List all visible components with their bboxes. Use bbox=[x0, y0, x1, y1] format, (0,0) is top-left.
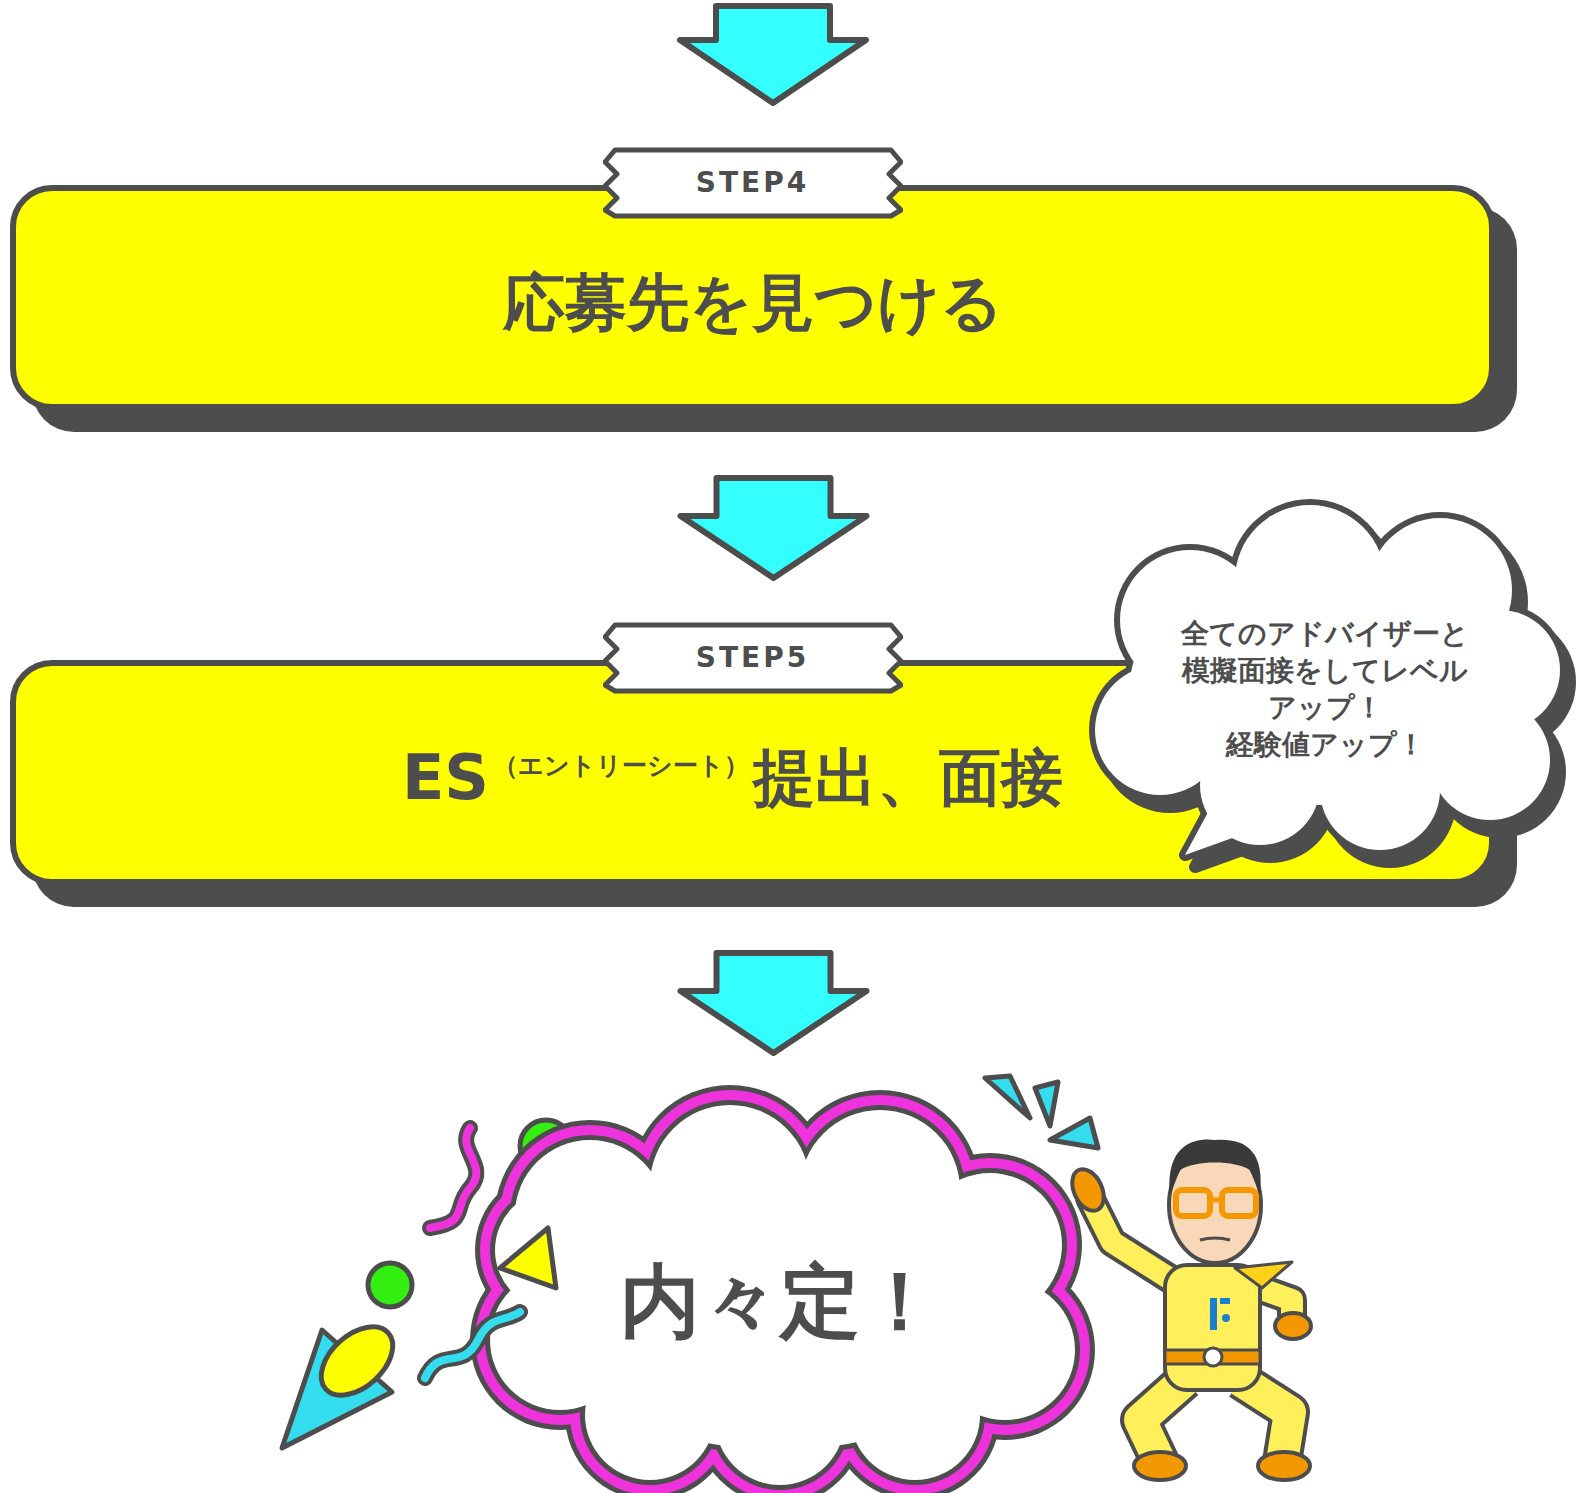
step-title: 提出、面接 bbox=[753, 736, 1063, 820]
step-box: STEP4応募先を見つける bbox=[10, 185, 1495, 410]
top-arrow bbox=[680, 6, 866, 103]
result-cloud: 内々定！ bbox=[460, 1075, 1100, 1493]
cloud-part bbox=[850, 1350, 980, 1480]
title-row: 応募先を見つける bbox=[16, 191, 1489, 404]
burst bbox=[1050, 1118, 1098, 1148]
cloud-part bbox=[495, 1190, 615, 1310]
cracker-mouth bbox=[308, 1314, 405, 1409]
cloud-layer bbox=[490, 1105, 1075, 1485]
cloud-layer bbox=[470, 1085, 1095, 1493]
cloud-part bbox=[650, 1105, 810, 1265]
step-title: ES bbox=[402, 741, 489, 814]
burst bbox=[1035, 1082, 1058, 1126]
step-label: STEP4 bbox=[603, 147, 903, 219]
confetti bbox=[425, 1312, 520, 1378]
cloud-layer bbox=[1095, 505, 1560, 855]
step-tab: STEP5 bbox=[603, 622, 903, 694]
cloud-layer bbox=[475, 1090, 1090, 1493]
step-tab: STEP4 bbox=[603, 147, 903, 219]
cloud-tail bbox=[1185, 790, 1310, 855]
cloud-layer bbox=[485, 1100, 1080, 1490]
confetti bbox=[368, 1263, 412, 1307]
confetti bbox=[430, 1128, 476, 1228]
cloud-text: 全てのアドバイザーと 模擬面接をしてレベル アップ！ 経験値アップ！ bbox=[1175, 616, 1475, 764]
step-label: STEP5 bbox=[603, 622, 903, 694]
step-title: 応募先を見つける bbox=[503, 261, 1003, 345]
confetti bbox=[430, 1128, 476, 1228]
cloud-part bbox=[1430, 700, 1550, 820]
cloud-part bbox=[715, 1355, 845, 1485]
burst bbox=[985, 1076, 1030, 1118]
step-title: （エントリーシート） bbox=[493, 749, 749, 782]
speech-cloud: 全てのアドバイザーと 模擬面接をしてレベル アップ！ 経験値アップ！ bbox=[1080, 490, 1580, 880]
confetti bbox=[500, 1228, 556, 1288]
flow-arrow bbox=[681, 478, 867, 578]
confetti bbox=[425, 1312, 520, 1378]
cloud-layer bbox=[1089, 499, 1566, 856]
hero-figure bbox=[1066, 1140, 1311, 1480]
flow-arrow bbox=[681, 953, 867, 1053]
cloud-text: 内々定！ bbox=[620, 1249, 940, 1357]
